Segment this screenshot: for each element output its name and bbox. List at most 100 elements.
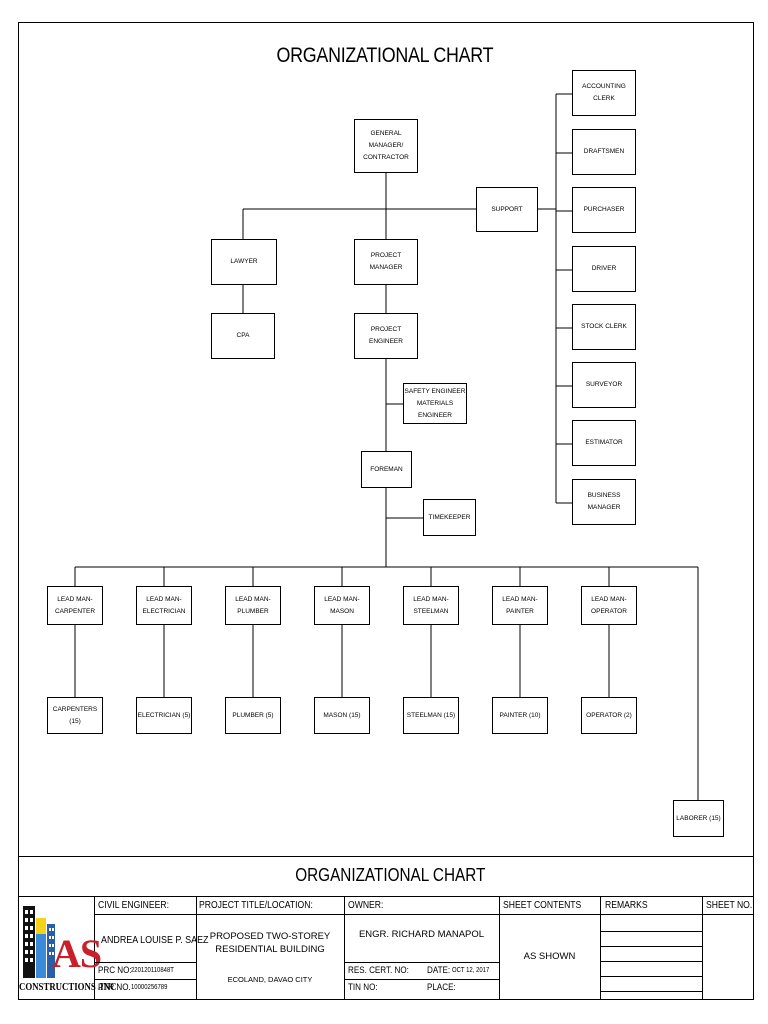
lead-man-box-label: LEAD MAN- — [235, 595, 271, 603]
support-staff-box-label: DRIVER — [591, 265, 617, 272]
lead-man-box: LEAD MAN- MASON — [314, 586, 370, 625]
ptr-label: PTR NO. — [98, 982, 131, 993]
remarks-line — [600, 991, 702, 992]
timekeeper-box: TIMEKEEPER — [423, 499, 476, 536]
civil-row-line — [94, 962, 196, 963]
lead-man-box-label: STEELMAN — [413, 607, 449, 615]
drawing-sheet-border — [18, 22, 754, 1000]
worker-box: STEELMAN (15) — [403, 697, 459, 734]
worker-box: MASON (15) — [314, 697, 370, 734]
project-engineer-box: PROJECT ENGINEER — [354, 313, 418, 359]
owner-row-line — [344, 979, 499, 980]
lead-man-box-label: LEAD MAN- — [324, 595, 360, 603]
lead-man-box-label: ELECTRICIAN — [142, 607, 186, 615]
worker-box-label: PLUMBER (5) — [232, 711, 274, 719]
tin-label: TIN NO: — [348, 982, 378, 993]
worker-box: PLUMBER (5) — [225, 697, 281, 734]
remarks-label: REMARKS — [605, 899, 648, 911]
support-staff-box-label: ESTIMATOR — [585, 439, 623, 446]
remarks-line — [600, 976, 702, 977]
support-staff-box: ESTIMATOR — [572, 420, 636, 466]
logo-caption: CONSTRUCTIONS .INC — [19, 982, 117, 993]
support-staff-box-label: BUSINESS MANAGER — [587, 492, 621, 511]
lead-man-box-label: CARPENTER — [54, 607, 96, 615]
support-staff-box: PURCHASER — [572, 187, 636, 233]
lead-man-box-label: LEAD MAN- — [502, 595, 538, 603]
company-logo — [19, 898, 93, 998]
prc-label: PRC NO: — [98, 965, 132, 976]
worker-box-label: PAINTER (10) — [499, 711, 541, 719]
header-row-line — [94, 914, 754, 915]
lead-man-box: LEAD MAN- PAINTER — [492, 586, 548, 625]
sheet-no-label: SHEET NO. — [706, 899, 753, 911]
worker-box: ELECTRICIAN (5) — [136, 697, 192, 734]
foreman-box: FOREMAN — [361, 451, 412, 488]
column-divider — [499, 896, 500, 1000]
general-manager-box-label: CONTRACTOR — [363, 154, 409, 161]
chart-title: ORGANIZATIONAL CHART — [276, 44, 494, 67]
project-engineer-box-label: PROJECT ENGINEER — [369, 326, 403, 345]
ptr-value: 10000256789 — [131, 984, 168, 991]
general-manager-box-label: GENERAL MANAGER/ — [368, 130, 404, 149]
cpa-box-label: CPA — [236, 332, 250, 339]
support-staff-box: DRAFTSMEN — [572, 129, 636, 175]
column-divider — [702, 896, 703, 1000]
lead-man-box-label: MASON — [330, 607, 354, 615]
project-manager-box: PROJECT MANAGER — [354, 239, 418, 285]
lead-man-box-label: PLUMBER — [237, 607, 269, 615]
lawyer-box-label: LAWYER — [230, 258, 258, 265]
prc-value: 2201201108​48T — [131, 967, 174, 974]
laborer-box: LABORER (15) — [673, 800, 724, 837]
support-staff-box-label: SURVEYOR — [585, 381, 623, 388]
cpa-box: CPA — [211, 313, 275, 359]
date-label: DATE: — [427, 965, 451, 976]
worker-box: PAINTER (10) — [492, 697, 548, 734]
lead-man-box: LEAD MAN- PLUMBER — [225, 586, 281, 625]
worker-box-label: ELECTRICIAN (5) — [137, 711, 191, 719]
support-box-label: SUPPORT — [491, 205, 523, 213]
sheet-contents-label: SHEET CONTENTS — [503, 899, 582, 911]
lead-man-box: LEAD MAN-ELECTRICIAN — [136, 586, 192, 625]
lawyer-box: LAWYER — [211, 239, 277, 285]
worker-box-label: STEELMAN (15) — [406, 711, 456, 719]
project-manager-box-label: PROJECT MANAGER — [369, 252, 403, 271]
sheet-contents-value: AS SHOWN — [523, 951, 576, 962]
support-staff-box-label: DRAFTSMEN — [583, 148, 625, 155]
logo-text: AS — [52, 931, 102, 976]
column-divider — [94, 896, 95, 1000]
safety-materials-engineer-box-label: SAFETY ENGINEER — [404, 387, 466, 395]
lead-man-box-label: LEAD MAN- — [413, 595, 449, 603]
general-manager-box: GENERAL MANAGER/CONTRACTOR — [354, 119, 418, 173]
remarks-line — [600, 946, 702, 947]
lead-man-box: LEAD MAN- CARPENTER — [47, 586, 103, 625]
project-location: ECOLAND, DAVAO CITY — [227, 975, 313, 984]
support-staff-box: SURVEYOR — [572, 362, 636, 408]
lead-man-box-label: OPERATOR — [591, 607, 627, 615]
support-box: SUPPORT — [476, 187, 538, 232]
worker-box-label: CARPENTERS (15) — [52, 705, 98, 725]
column-divider — [344, 896, 345, 1000]
owner-name: ENGR. RICHARD MANAPOL — [358, 929, 485, 940]
remarks-line — [600, 961, 702, 962]
worker-box-label: MASON (15) — [323, 711, 361, 719]
support-staff-box: BUSINESS MANAGER — [572, 479, 636, 525]
worker-box: CARPENTERS (15) — [47, 697, 103, 734]
remarks-line — [600, 931, 702, 932]
lead-man-box-label: PAINTER — [506, 607, 534, 615]
res-cert-label: RES. CERT. NO: — [348, 965, 409, 976]
column-divider — [600, 896, 601, 1000]
support-staff-box: STOCK CLERK — [572, 304, 636, 350]
lead-man-box-label: LEAD MAN- — [57, 595, 93, 603]
owner-row-line — [344, 962, 499, 963]
worker-box: OPERATOR (2) — [581, 697, 637, 734]
foreman-box-label: FOREMAN — [370, 465, 403, 473]
safety-materials-engineer-box-label: MATERIALS ENGINEER — [416, 399, 454, 419]
support-staff-box-label: STOCK CLERK — [581, 323, 627, 330]
support-staff-box: DRIVER — [572, 246, 636, 292]
project-line-2: RESIDENTIAL BUILDING — [215, 944, 325, 955]
civil-row-line — [94, 979, 196, 980]
worker-box-label: OPERATOR (2) — [586, 711, 632, 719]
project-title-label: PROJECT TITLE/LOCATION: — [199, 899, 313, 911]
